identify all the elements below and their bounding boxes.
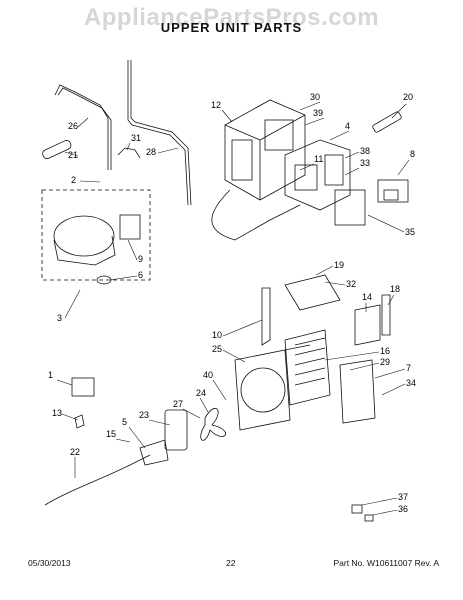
callout-38: 38 (360, 146, 370, 156)
callout-21: 21 (68, 150, 78, 160)
callout-25: 25 (212, 344, 222, 354)
relay-9-drawing (119, 214, 141, 240)
cover-32-drawing (284, 274, 341, 311)
callout-22: 22 (70, 447, 80, 457)
footer-part-number: Part No. W10611007 Rev. A (333, 558, 439, 568)
footer-page: 22 (226, 558, 236, 568)
callout-14: 14 (362, 292, 372, 302)
callout-36: 36 (398, 504, 408, 514)
callout-30: 30 (310, 92, 320, 102)
callout-4: 4 (345, 121, 350, 131)
callout-26: 26 (68, 121, 78, 131)
control-box-12-drawing (224, 99, 306, 201)
bracket-10-drawing (261, 287, 271, 346)
callout-29: 29 (380, 357, 390, 367)
callout-34: 34 (406, 378, 416, 388)
tube-26-drawing (54, 84, 109, 170)
footer-date: 05/30/2013 (28, 558, 71, 568)
callout-1: 1 (48, 370, 53, 380)
heater-20-drawing (372, 111, 402, 133)
callout-32: 32 (346, 279, 356, 289)
fan-motor-23-drawing (164, 409, 188, 451)
callout-28: 28 (146, 147, 156, 157)
callout-37: 37 (398, 492, 408, 502)
tube-28-drawing (127, 60, 189, 206)
callout-8: 8 (410, 149, 415, 159)
bracket-35-drawing (334, 189, 366, 226)
callout-27: 27 (173, 399, 183, 409)
callout-23: 23 (139, 410, 149, 420)
bracket-5-drawing (139, 439, 169, 466)
bracket-14-drawing (354, 304, 381, 346)
callout-16: 16 (380, 346, 390, 356)
callout-11: 11 (314, 154, 323, 164)
callout-10: 10 (212, 330, 222, 340)
part-8-drawing (377, 179, 409, 203)
callout-15: 15 (106, 429, 116, 439)
callout-13: 13 (52, 408, 62, 418)
callout-18: 18 (390, 284, 400, 294)
callout-40: 40 (203, 370, 213, 380)
part-36-drawing (364, 514, 374, 522)
watermark: AppliancePartsPros.com (83, 4, 380, 31)
callout-39: 39 (313, 108, 323, 118)
board-11-drawing (284, 139, 351, 211)
tube-31-drawing (117, 147, 141, 159)
compressor-drawing (53, 215, 115, 257)
harness-22-drawing (44, 454, 151, 506)
callout-3: 3 (57, 313, 62, 323)
callout-19: 19 (334, 260, 344, 270)
callout-7: 7 (406, 363, 411, 373)
panel-29-drawing (339, 359, 376, 424)
compressor-group-box (41, 189, 151, 281)
callout-2: 2 (71, 175, 76, 185)
clip-13-drawing (74, 414, 85, 429)
callout-33: 33 (360, 158, 370, 168)
condenser-16-drawing (284, 329, 331, 406)
callout-20: 20 (403, 92, 413, 102)
drier-21-drawing (42, 140, 72, 160)
callout-35: 35 (405, 227, 415, 237)
callout-9: 9 (138, 254, 143, 264)
shroud-25-drawing (234, 349, 291, 431)
callout-24: 24 (196, 388, 206, 398)
callout-12: 12 (211, 100, 221, 110)
part-1-drawing (71, 377, 95, 397)
diagram-title: UPPER UNIT PARTS (160, 20, 303, 35)
bracket-18-drawing (381, 294, 391, 336)
callout-5: 5 (122, 417, 127, 427)
callout-6: 6 (138, 270, 143, 280)
fan-blade-24-drawing (200, 407, 226, 441)
part-37-drawing (351, 504, 363, 514)
callout-31: 31 (131, 133, 141, 143)
